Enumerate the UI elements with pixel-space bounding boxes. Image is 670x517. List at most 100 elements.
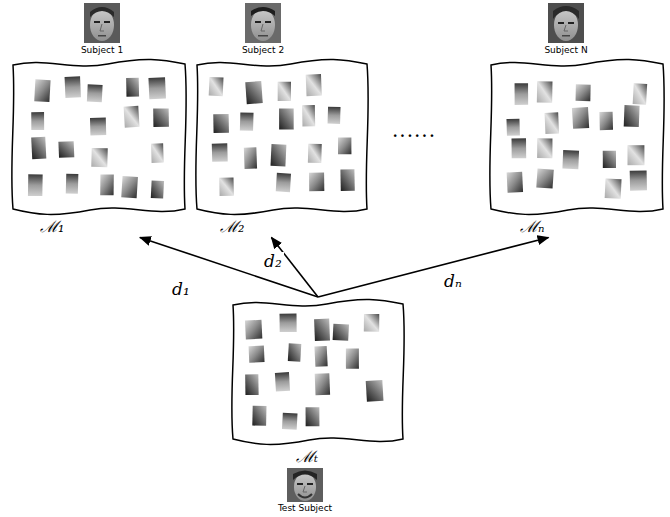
- wavy-sheet: [196, 59, 369, 214]
- image-patch: [271, 144, 287, 166]
- image-patch: [507, 172, 523, 193]
- image-patch: [536, 169, 554, 189]
- image-patch: [100, 174, 114, 195]
- image-patch: [126, 78, 139, 97]
- wavy-sheet: [12, 59, 187, 214]
- image-patch: [576, 84, 591, 101]
- image-patch: [276, 173, 291, 192]
- image-patch: [151, 180, 164, 198]
- image-patch: [306, 407, 320, 426]
- image-patch: [512, 138, 527, 158]
- image-patch: [314, 319, 330, 341]
- image-patch: [212, 143, 228, 161]
- face-photo: [245, 3, 281, 43]
- image-patch: [506, 119, 520, 136]
- manifold-label: ℳₙ: [520, 218, 544, 236]
- image-patch: [309, 173, 324, 192]
- image-patch: [605, 179, 622, 199]
- manifold-sheet: ℳₜ: [230, 297, 406, 467]
- image-patch: [87, 84, 103, 102]
- image-patch: [366, 380, 384, 402]
- image-patch: [624, 105, 640, 127]
- image-patch: [278, 82, 291, 101]
- image-patch: [288, 343, 301, 361]
- image-patch: [279, 108, 294, 129]
- image-patch: [302, 105, 315, 126]
- face-photo: [287, 468, 323, 502]
- image-patch: [630, 170, 647, 190]
- image-patch: [603, 151, 616, 168]
- image-patch: [31, 112, 44, 130]
- manifold-label: ℳ₁: [40, 218, 64, 236]
- image-patch: [28, 174, 43, 196]
- subject-caption: Subject N: [544, 45, 587, 56]
- image-patch: [515, 83, 529, 105]
- image-patch: [314, 346, 327, 367]
- manifold-sheet: ℳₙ: [488, 57, 666, 237]
- face-photo: [548, 3, 584, 43]
- image-patch: [124, 106, 140, 128]
- image-patch: [562, 150, 579, 169]
- image-patch: [91, 148, 108, 167]
- image-patch: [537, 138, 552, 158]
- manifold-sheet: ℳ₂: [194, 57, 370, 237]
- image-patch: [599, 112, 613, 130]
- image-patch: [633, 83, 648, 105]
- image-patch: [280, 314, 297, 333]
- image-patch: [153, 108, 169, 127]
- image-patch: [245, 374, 259, 395]
- image-patch: [244, 147, 257, 169]
- image-patch: [340, 169, 354, 191]
- image-patch: [572, 107, 589, 129]
- distance-arrow: [318, 237, 549, 297]
- image-patch: [209, 77, 224, 96]
- image-patch: [66, 174, 79, 194]
- image-patch: [240, 112, 254, 130]
- image-patch: [315, 373, 330, 395]
- image-patch: [545, 112, 559, 134]
- distance-label: dₙ: [442, 272, 464, 292]
- image-patch: [338, 137, 351, 154]
- manifold-outline: [10, 57, 188, 217]
- subject-caption: Subject 1: [81, 45, 123, 56]
- image-patch: [148, 77, 166, 99]
- image-patch: [275, 372, 290, 391]
- face-photo: [84, 3, 120, 43]
- wavy-sheet: [232, 299, 405, 444]
- image-patch: [252, 406, 266, 426]
- manifold-sheet: ℳ₁: [10, 57, 188, 237]
- image-patch: [213, 114, 229, 133]
- image-patch: [364, 314, 379, 332]
- image-patch: [333, 324, 349, 341]
- distance-arrow: [140, 237, 318, 297]
- image-patch: [537, 81, 553, 103]
- image-patch: [151, 143, 164, 163]
- image-patch: [249, 346, 265, 363]
- image-patch: [121, 176, 138, 198]
- image-patch: [34, 79, 50, 102]
- wavy-sheet: [490, 59, 665, 214]
- manifold-outline: [194, 57, 370, 217]
- image-patch: [31, 137, 46, 159]
- image-patch: [245, 320, 262, 340]
- image-patch: [282, 413, 298, 430]
- image-patch: [219, 178, 234, 196]
- manifold-outline: [488, 57, 666, 217]
- image-patch: [346, 349, 359, 369]
- image-patch: [65, 76, 81, 98]
- distance-label: d₂: [262, 252, 284, 272]
- image-patch: [628, 145, 645, 165]
- subject-caption: Subject 2: [242, 45, 284, 56]
- manifold-outline: [230, 297, 406, 447]
- image-patch: [245, 81, 262, 104]
- distance-label: d₁: [170, 280, 192, 300]
- ellipsis-mark: ......: [392, 120, 436, 140]
- subject-caption: Test Subject: [278, 503, 332, 514]
- image-patch: [306, 74, 322, 96]
- manifold-label: ℳₜ: [296, 448, 318, 466]
- image-patch: [58, 141, 74, 158]
- image-patch: [308, 144, 322, 163]
- manifold-label: ℳ₂: [220, 218, 244, 236]
- image-patch: [328, 107, 341, 124]
